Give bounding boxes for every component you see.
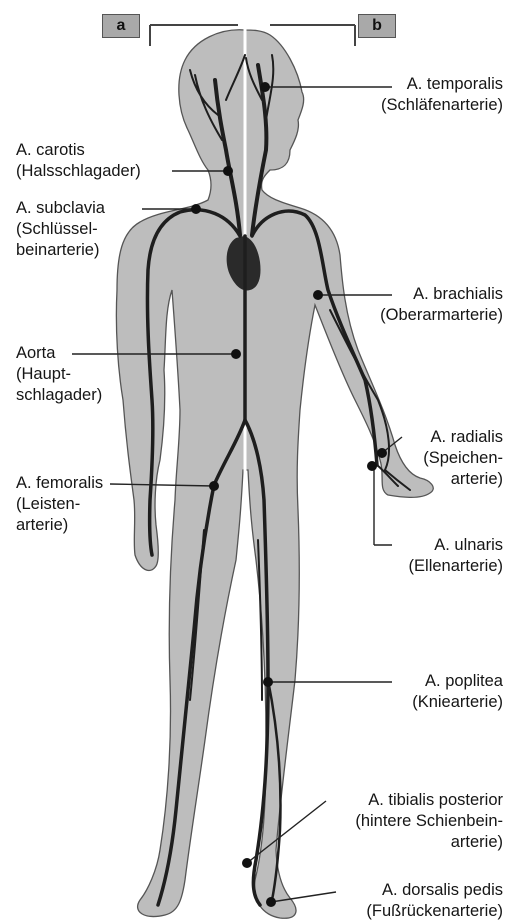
label-temporalis: A. temporalis (Schläfenarterie) <box>381 74 503 116</box>
label-femoralis: A. femoralis (Leisten- arterie) <box>16 473 103 536</box>
label-dorsalis-pedis: A. dorsalis pedis (Fußrückenarterie) <box>366 880 503 922</box>
label-carotis: A. carotis (Halsschlagader) <box>16 140 141 182</box>
label-brachialis: A. brachialis (Oberarmarterie) <box>380 284 503 326</box>
label-radialis: A. radialis (Speichen- arterie) <box>423 427 503 490</box>
label-ulnaris: A. ulnaris (Ellenarterie) <box>409 535 503 577</box>
label-aorta: Aorta (Haupt- schlagader) <box>16 343 102 406</box>
label-poplitea: A. poplitea (Kniearterie) <box>412 671 503 713</box>
panel-label-b: b <box>358 14 396 38</box>
label-subclavia: A. subclavia (Schlüssel- beinarterie) <box>16 198 105 261</box>
label-tibialis-posterior: A. tibialis posterior (hintere Schienbei… <box>355 790 503 853</box>
panel-label-a: a <box>102 14 140 38</box>
